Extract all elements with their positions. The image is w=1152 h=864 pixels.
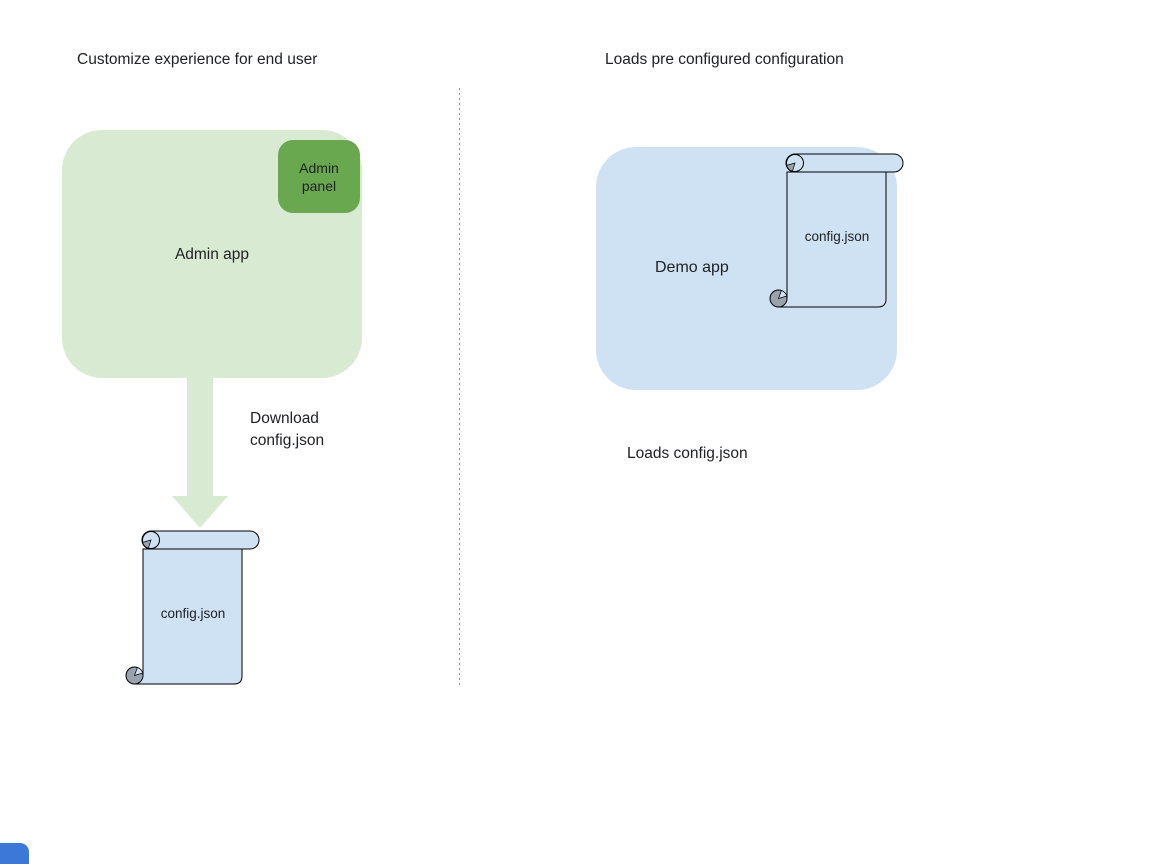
config-json-scroll-left: config.json — [125, 530, 260, 685]
config-json-label-left: config.json — [161, 606, 226, 621]
admin-app-label: Admin app — [174, 246, 250, 263]
left-section-title: Customize experience for end user — [77, 51, 318, 68]
download-caption: Download config.json — [250, 410, 325, 449]
loads-config-caption: Loads config.json — [627, 445, 748, 462]
demo-app-label: Demo app — [655, 259, 729, 276]
admin-panel-box: Admin panel — [278, 140, 360, 213]
config-json-label-right: config.json — [805, 229, 870, 244]
scroll-top-curl — [786, 162, 796, 172]
right-section-title: Loads pre configured configuration — [605, 51, 844, 68]
download-arrow-icon — [172, 377, 228, 528]
scroll-top-curl — [142, 539, 152, 549]
config-json-scroll-right: config.json — [769, 153, 904, 308]
corner-blue-shape — [0, 843, 29, 864]
section-divider — [459, 88, 460, 686]
admin-app-box: Admin app Admin panel — [62, 130, 362, 378]
admin-panel-label: Admin panel — [299, 159, 339, 194]
